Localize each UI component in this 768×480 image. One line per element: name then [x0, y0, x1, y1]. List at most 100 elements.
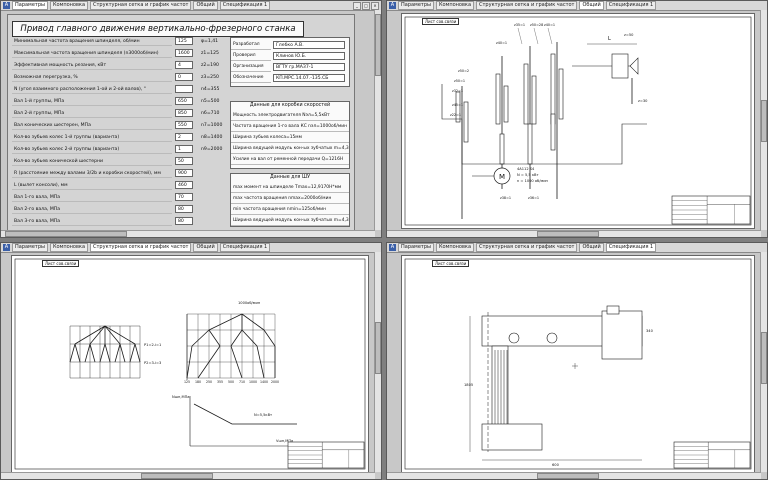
ray-line: [241, 313, 265, 331]
motor-housing: [601, 310, 643, 360]
minimize-icon[interactable]: _: [353, 2, 361, 10]
param-label: Вал 2-го вала, МПа: [12, 205, 172, 214]
param-input[interactable]: 850: [175, 109, 193, 117]
param-label: Кол-во зубьев колес 1-й группы (варианта…: [12, 133, 172, 142]
gear: [499, 133, 505, 165]
tab-layout[interactable]: Компоновка: [435, 1, 475, 10]
param-result: n8=1400: [201, 135, 223, 140]
param-input[interactable]: 2: [175, 133, 193, 141]
tab-layout[interactable]: Компоновка: [49, 1, 89, 10]
sheet-header-label: Лист сов.связи: [42, 260, 80, 267]
tab-layout[interactable]: Компоновка: [49, 243, 89, 252]
axis-tick: 180: [195, 380, 201, 384]
page-title: Привод главного движения вертикально-фре…: [12, 21, 304, 37]
gearbox-data-title: Данные для коробки скоростей: [249, 103, 331, 108]
param-input[interactable]: 80: [175, 205, 193, 213]
tab-spec[interactable]: Спецификация 1: [219, 243, 271, 252]
tab-general[interactable]: Общий: [579, 243, 604, 252]
param-input[interactable]: 550: [175, 121, 193, 129]
tab-parameters[interactable]: Параметры: [398, 243, 434, 252]
tab-parameters[interactable]: Параметры: [12, 1, 48, 10]
vertical-scrollbar[interactable]: [760, 252, 767, 472]
param-result: n6=710: [201, 111, 220, 116]
param-input[interactable]: 80: [175, 217, 193, 225]
horizontal-scrollbar[interactable]: [387, 472, 761, 479]
tab-general[interactable]: Общий: [193, 243, 218, 252]
param-result: z3=250: [201, 75, 219, 80]
gear: [558, 68, 564, 120]
handwheel-icon: [508, 332, 520, 344]
param-label: Вал 1-го вала, МПа: [12, 193, 172, 202]
param-result: n4=355: [201, 87, 220, 92]
gear-label: z=50: [624, 33, 634, 37]
data-line: Ширина зубьев колеса=15мм: [231, 133, 349, 143]
axis-label: Vшп,МПа: [276, 439, 293, 443]
scroll-thumb[interactable]: [5, 231, 127, 237]
housing-line: [441, 84, 647, 165]
scroll-thumb[interactable]: [537, 231, 599, 237]
info-input[interactable]: ВГТУ гр.МАЗ7-1: [273, 63, 345, 71]
gear: [463, 101, 469, 143]
param-input[interactable]: 0: [175, 73, 193, 81]
tab-parameters[interactable]: Параметры: [12, 243, 48, 252]
info-input[interactable]: КП.МРС.14.07.-135.СБ: [273, 74, 345, 82]
horizontal-scrollbar[interactable]: [1, 472, 375, 479]
vertical-scrollbar[interactable]: [374, 252, 381, 472]
ray-line: [263, 329, 276, 347]
tab-spec[interactable]: Спецификация 1: [219, 1, 271, 10]
param-input[interactable]: 900: [175, 169, 193, 177]
vertical-scrollbar[interactable]: [760, 10, 767, 230]
scroll-thumb[interactable]: [537, 473, 599, 479]
param-input[interactable]: [175, 85, 193, 93]
tab-general[interactable]: Общий: [193, 1, 218, 10]
scroll-thumb[interactable]: [761, 100, 767, 142]
gear-label: z=30: [638, 99, 648, 103]
tab-structure[interactable]: Структурная сетка и график частот: [476, 243, 578, 252]
scroll-thumb[interactable]: [761, 332, 767, 384]
handwheel-icon: [546, 332, 558, 344]
ray-line: [230, 345, 243, 379]
dimension-label: L: [608, 36, 611, 42]
tab-bar: A Параметры Компоновка Структурная сетка…: [1, 1, 381, 11]
param-input[interactable]: 650: [175, 97, 193, 105]
horizontal-scrollbar[interactable]: [1, 230, 375, 237]
tab-layout[interactable]: Компоновка: [435, 243, 475, 252]
scroll-thumb[interactable]: [375, 14, 381, 76]
param-input[interactable]: 50: [175, 157, 193, 165]
maximize-icon[interactable]: □: [362, 2, 370, 10]
ray-line: [104, 325, 121, 345]
info-input[interactable]: Клинов Ю.Б.: [273, 52, 345, 60]
tab-spec[interactable]: Спецификация 1: [605, 243, 657, 252]
tab-structure[interactable]: Структурная сетка и график частот: [90, 243, 192, 252]
vertical-scrollbar[interactable]: [374, 10, 381, 230]
param-label: Кол-во зубьев конической шестерни: [12, 157, 172, 166]
param-result: n7=1000: [201, 123, 223, 128]
tab-bar: A Параметры Компоновка Структурная сетка…: [387, 1, 767, 11]
parameters-form: Привод главного движения вертикально-фре…: [7, 14, 355, 234]
close-icon[interactable]: ×: [371, 2, 379, 10]
param-input[interactable]: 4: [175, 61, 193, 69]
tab-general[interactable]: Общий: [579, 1, 604, 10]
param-input[interactable]: 70: [175, 193, 193, 201]
tab-structure[interactable]: Структурная сетка и график частот: [90, 1, 192, 10]
data-line: min частота вращения nmin=125об/мин: [231, 205, 349, 215]
ray-line: [208, 329, 221, 347]
param-input[interactable]: 460: [175, 181, 193, 189]
sheet-frame: [14, 258, 366, 470]
ray-line: [104, 343, 111, 363]
param-result: φ=1,41: [201, 39, 219, 44]
tab-spec[interactable]: Спецификация 1: [605, 1, 657, 10]
scroll-thumb[interactable]: [375, 322, 381, 374]
tab-structure[interactable]: Структурная сетка и график частот: [476, 1, 578, 10]
horizontal-scrollbar[interactable]: [387, 230, 761, 237]
scroll-thumb[interactable]: [141, 473, 213, 479]
param-input[interactable]: 1600: [175, 49, 193, 57]
param-input[interactable]: 125: [175, 37, 193, 45]
param-input[interactable]: 1: [175, 145, 193, 153]
data-line: Ширина ведущей модуль кон-ых зубчатых m=…: [231, 144, 349, 154]
info-input[interactable]: Глебко А.В.: [273, 41, 345, 49]
tab-parameters[interactable]: Параметры: [398, 1, 434, 10]
ray-line: [74, 343, 81, 363]
curve-label: N=5,5кВт: [254, 413, 272, 417]
